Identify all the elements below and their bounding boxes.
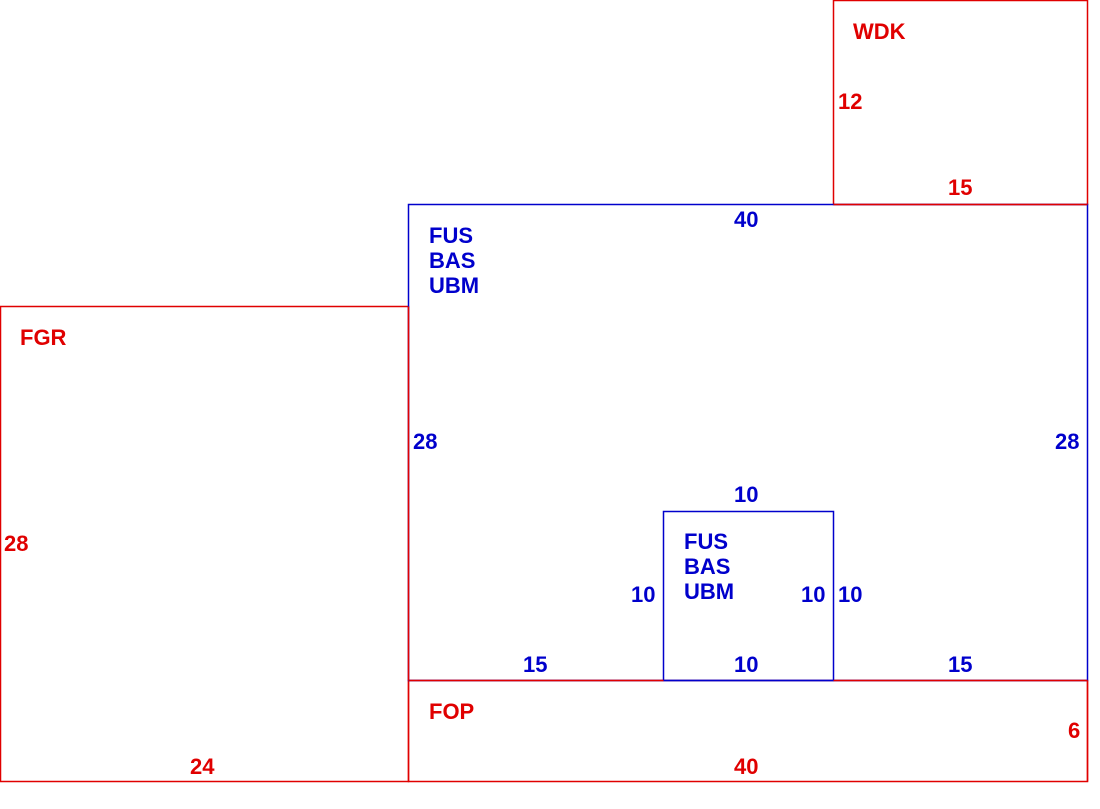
main-bottom-left-label: 15: [523, 652, 548, 677]
region-main-outline: [407, 203, 1089, 682]
main-code-fus: FUS: [429, 223, 473, 248]
inner-bottom-label: 10: [734, 652, 759, 677]
inner-code-ubm: UBM: [684, 579, 735, 604]
main-height-left-label: 28: [413, 429, 438, 454]
inner-top-label: 10: [734, 482, 759, 507]
main-bottom-right-label: 15: [948, 652, 973, 677]
main-width-label: 40: [734, 207, 759, 232]
fop-height-label: 6: [1068, 718, 1081, 743]
region-inner-outline: [662, 510, 835, 682]
wdk-width-label: 15: [948, 175, 973, 200]
wdk-label: WDK: [853, 19, 906, 44]
fgr-height-label: 28: [4, 531, 29, 556]
fop-width-label: 40: [734, 754, 759, 779]
fgr-label: FGR: [20, 325, 67, 350]
inner-left-label: 10: [631, 582, 656, 607]
region-fgr-outline: [0, 305, 410, 783]
fop-label: FOP: [429, 699, 475, 724]
main-right-of-inner-label: 10: [838, 582, 863, 607]
inner-right-label: 10: [801, 582, 826, 607]
main-codes: FUS BAS UBM: [429, 223, 479, 298]
fgr-width-label: 24: [190, 754, 215, 779]
main-code-bas: BAS: [429, 248, 476, 273]
wdk-height-label: 12: [838, 89, 863, 114]
inner-code-bas: BAS: [684, 554, 731, 579]
inner-code-fus: FUS: [684, 529, 728, 554]
main-height-right-label: 28: [1055, 429, 1080, 454]
main-code-ubm: UBM: [429, 273, 480, 298]
inner-codes: FUS BAS UBM: [684, 529, 734, 604]
